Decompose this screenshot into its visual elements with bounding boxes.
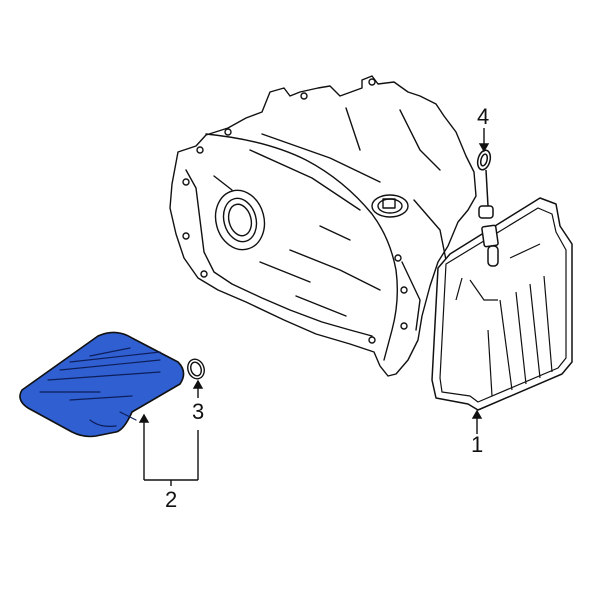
dipstick[interactable] bbox=[476, 149, 499, 267]
callout-3: 3 bbox=[192, 399, 205, 424]
oil-pan[interactable] bbox=[431, 197, 573, 411]
transmission-filter[interactable] bbox=[19, 331, 185, 438]
seal-ring[interactable] bbox=[185, 357, 207, 381]
leader-lines bbox=[138, 128, 490, 486]
callout-1: 1 bbox=[471, 432, 484, 457]
transmission-housing bbox=[169, 75, 477, 377]
callout-4: 4 bbox=[477, 104, 490, 129]
callout-2: 2 bbox=[165, 487, 178, 512]
